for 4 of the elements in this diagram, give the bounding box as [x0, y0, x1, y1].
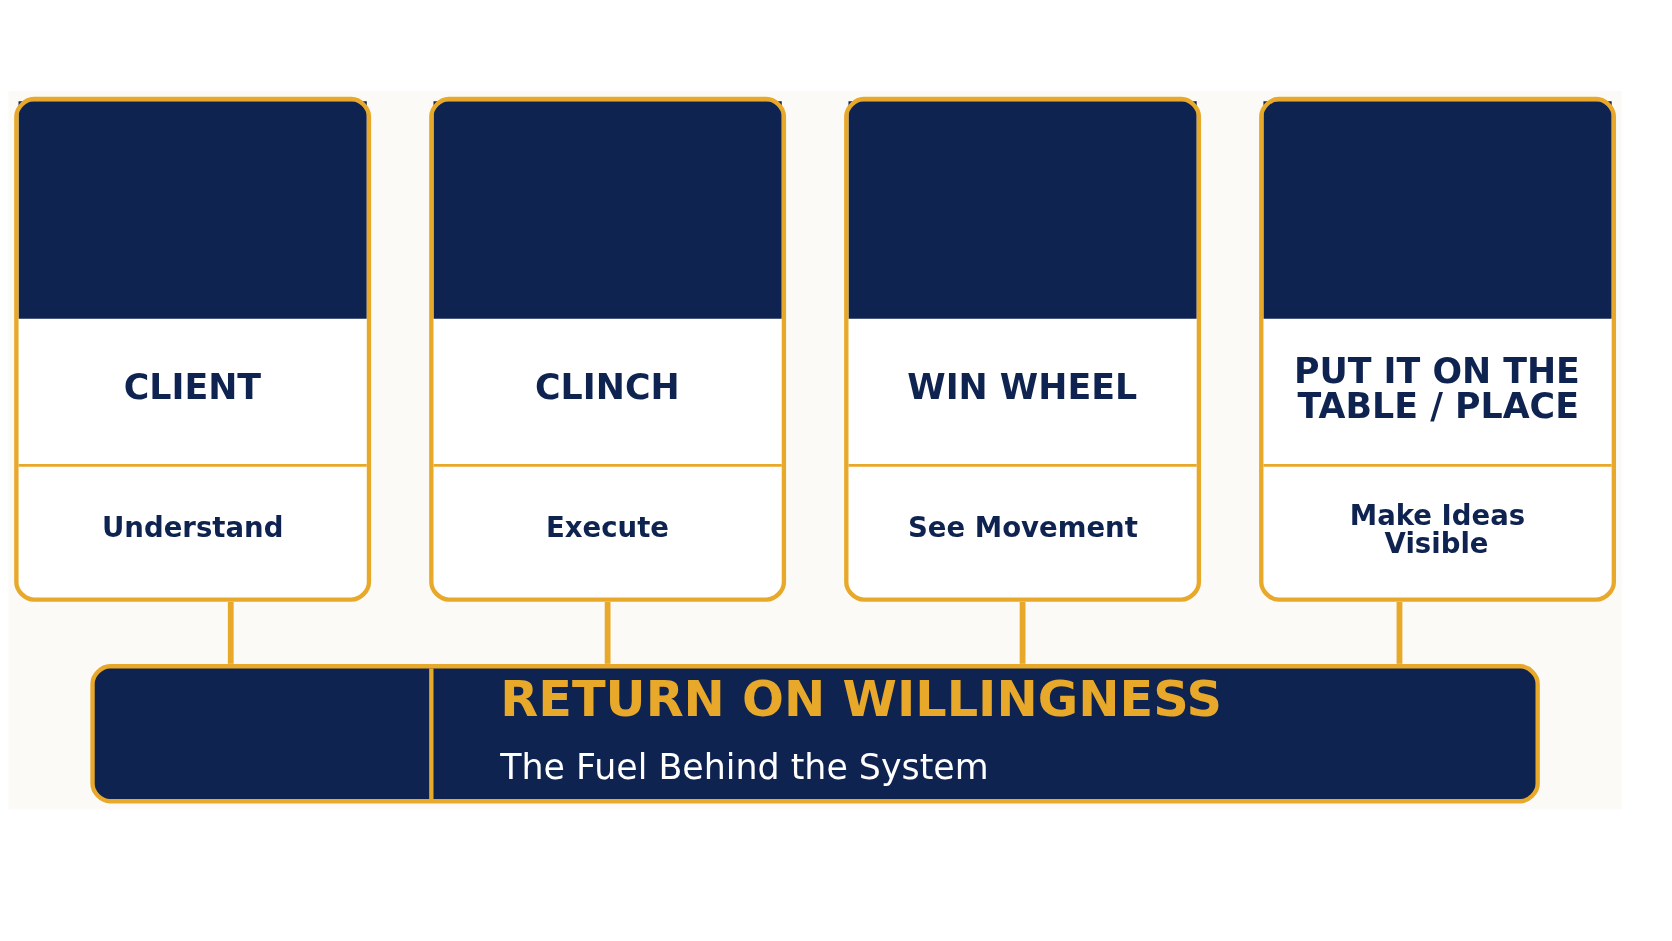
- connector: [604, 601, 611, 664]
- connector: [1396, 601, 1403, 664]
- connector: [1019, 601, 1026, 664]
- connector: [227, 601, 234, 664]
